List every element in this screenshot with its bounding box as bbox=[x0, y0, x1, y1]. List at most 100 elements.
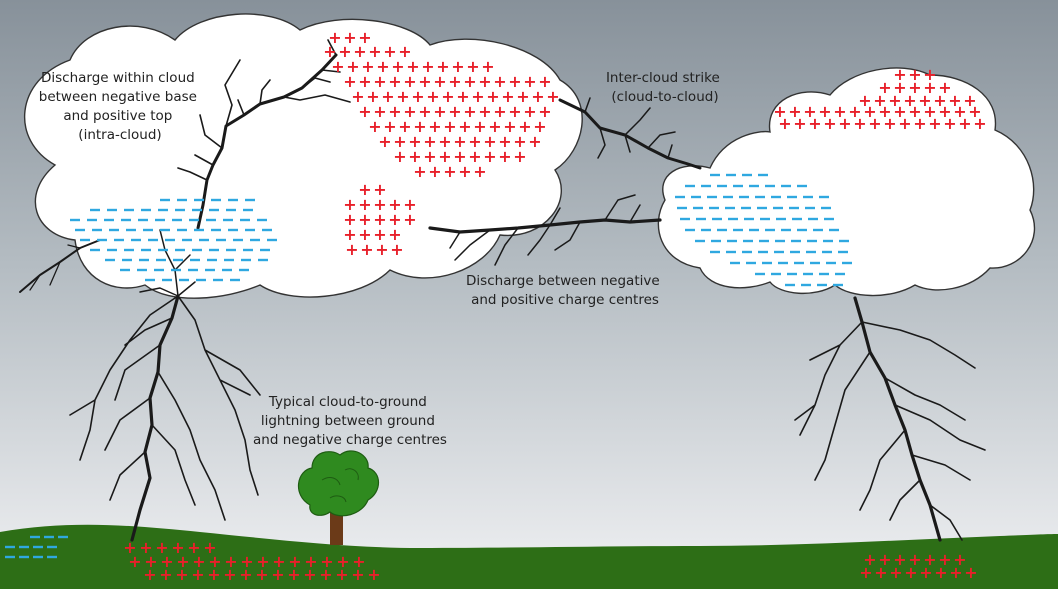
positive-charge-symbol: + bbox=[889, 563, 902, 582]
positive-charge-symbol: + bbox=[323, 42, 336, 61]
positive-charge-symbol: + bbox=[448, 102, 461, 121]
ground bbox=[0, 524, 1058, 589]
positive-charge-symbol: + bbox=[393, 132, 406, 151]
positive-charge-symbol: + bbox=[468, 147, 481, 166]
positive-charge-symbol: + bbox=[413, 117, 426, 136]
positive-charge-symbol: + bbox=[493, 72, 506, 91]
positive-charge-symbol: + bbox=[898, 114, 911, 133]
positive-charge-symbol: + bbox=[388, 72, 401, 91]
positive-charge-symbol: + bbox=[441, 87, 454, 106]
positive-charge-symbol: + bbox=[863, 102, 876, 121]
intra-cloud-label-line: Discharge within cloud bbox=[41, 70, 195, 86]
positive-charge-symbol: + bbox=[358, 102, 371, 121]
positive-charge-symbol: + bbox=[224, 552, 237, 571]
positive-charge-symbol: + bbox=[463, 102, 476, 121]
positive-charge-symbol: + bbox=[523, 72, 536, 91]
positive-charge-symbol: + bbox=[373, 180, 386, 199]
positive-charge-symbol: + bbox=[818, 102, 831, 121]
positive-charge-symbol: + bbox=[403, 102, 416, 121]
positive-charge-symbol: + bbox=[428, 117, 441, 136]
positive-charge-symbol: + bbox=[433, 102, 446, 121]
positive-charge-symbol: + bbox=[171, 538, 184, 557]
tree-crown bbox=[298, 450, 380, 517]
positive-charge-symbol: + bbox=[403, 72, 416, 91]
positive-charge-symbol: + bbox=[456, 87, 469, 106]
positive-charge-symbol: + bbox=[968, 102, 981, 121]
positive-charge-symbol: + bbox=[391, 57, 404, 76]
positive-charge-symbol: + bbox=[953, 102, 966, 121]
positive-charge-symbol: + bbox=[143, 565, 156, 584]
positive-charge-symbol: + bbox=[466, 57, 479, 76]
positive-charge-symbol: + bbox=[343, 72, 356, 91]
positive-charge-symbol: + bbox=[923, 78, 936, 97]
positive-charge-symbol: + bbox=[438, 147, 451, 166]
positive-charge-symbol: + bbox=[904, 563, 917, 582]
positive-charge-symbol: + bbox=[908, 65, 921, 84]
positive-charge-symbol: + bbox=[287, 565, 300, 584]
positive-charge-symbol: + bbox=[398, 117, 411, 136]
positive-charge-symbol: + bbox=[853, 114, 866, 133]
positive-charge-symbol: + bbox=[913, 114, 926, 133]
positive-charge-symbol: + bbox=[513, 132, 526, 151]
positive-charge-symbol: + bbox=[403, 210, 416, 229]
positive-charge-symbol: + bbox=[361, 57, 374, 76]
positive-charge-symbol: + bbox=[403, 195, 416, 214]
positive-charge-symbol: + bbox=[928, 114, 941, 133]
positive-charge-symbol: + bbox=[421, 57, 434, 76]
positive-charge-symbol: + bbox=[358, 72, 371, 91]
positive-charge-symbol: + bbox=[272, 552, 285, 571]
positive-charge-symbol: + bbox=[473, 117, 486, 136]
positive-charge-symbol: + bbox=[453, 132, 466, 151]
positive-charge-symbol: + bbox=[358, 180, 371, 199]
positive-charge-symbol: + bbox=[918, 91, 931, 110]
positive-charge-symbol: + bbox=[343, 210, 356, 229]
positive-charge-symbol: + bbox=[518, 117, 531, 136]
positive-charge-symbol: + bbox=[128, 552, 141, 571]
positive-charge-symbol: + bbox=[351, 87, 364, 106]
positive-charge-symbol: + bbox=[411, 87, 424, 106]
positive-charge-symbol: + bbox=[958, 114, 971, 133]
positive-charge-symbol: + bbox=[271, 565, 284, 584]
positive-charge-symbol: + bbox=[963, 91, 976, 110]
right-ground-bolt bbox=[853, 296, 942, 542]
positive-charge-symbol: + bbox=[859, 563, 872, 582]
inter-cloud-label: Inter-cloud strike (cloud-to-cloud) bbox=[606, 70, 724, 105]
positive-charge-symbol: + bbox=[406, 57, 419, 76]
positive-charge-symbol: + bbox=[448, 72, 461, 91]
positive-charge-symbol: + bbox=[373, 210, 386, 229]
positive-charge-symbol: + bbox=[358, 210, 371, 229]
charge-centres-label-line: and positive charge centres bbox=[471, 292, 659, 308]
positive-charge-symbol: + bbox=[239, 565, 252, 584]
positive-charge-symbol: + bbox=[351, 565, 364, 584]
positive-charge-symbol: + bbox=[139, 538, 152, 557]
positive-charge-symbol: + bbox=[408, 147, 421, 166]
intra-cloud-label-line: between negative base bbox=[39, 89, 197, 105]
positive-charge-symbol: + bbox=[503, 117, 516, 136]
positive-charge-symbol: + bbox=[938, 78, 951, 97]
positive-charge-symbol: + bbox=[488, 117, 501, 136]
positive-charge-symbol: + bbox=[376, 57, 389, 76]
intra-cloud-label-line: and positive top bbox=[63, 108, 172, 124]
positive-charge-symbol: + bbox=[874, 563, 887, 582]
positive-charge-symbol: + bbox=[346, 57, 359, 76]
positive-charge-symbol: + bbox=[893, 102, 906, 121]
positive-charge-symbol: + bbox=[788, 102, 801, 121]
positive-charge-symbol: + bbox=[858, 91, 871, 110]
positive-charge-symbol: + bbox=[396, 87, 409, 106]
positive-charge-symbol: + bbox=[366, 87, 379, 106]
positive-charge-symbol: + bbox=[803, 102, 816, 121]
positive-charge-symbol: + bbox=[255, 565, 268, 584]
positive-charge-symbol: + bbox=[833, 102, 846, 121]
inter-cloud-label-line: (cloud-to-cloud) bbox=[611, 89, 718, 105]
positive-charge-symbol: + bbox=[408, 132, 421, 151]
charge-centres-label: Discharge between negative and positive … bbox=[466, 273, 664, 308]
cloud-to-ground-label-line: lightning between ground bbox=[261, 413, 435, 429]
cloud-to-ground-label-line: Typical cloud-to-ground bbox=[268, 394, 427, 410]
positive-charge-symbol: + bbox=[368, 117, 381, 136]
positive-charge-symbol: + bbox=[375, 240, 388, 259]
positive-charge-symbol: + bbox=[893, 78, 906, 97]
positive-charge-symbol: + bbox=[878, 102, 891, 121]
positive-charge-symbol: + bbox=[320, 552, 333, 571]
positive-charge-symbol: + bbox=[498, 147, 511, 166]
positive-charge-symbol: + bbox=[493, 102, 506, 121]
